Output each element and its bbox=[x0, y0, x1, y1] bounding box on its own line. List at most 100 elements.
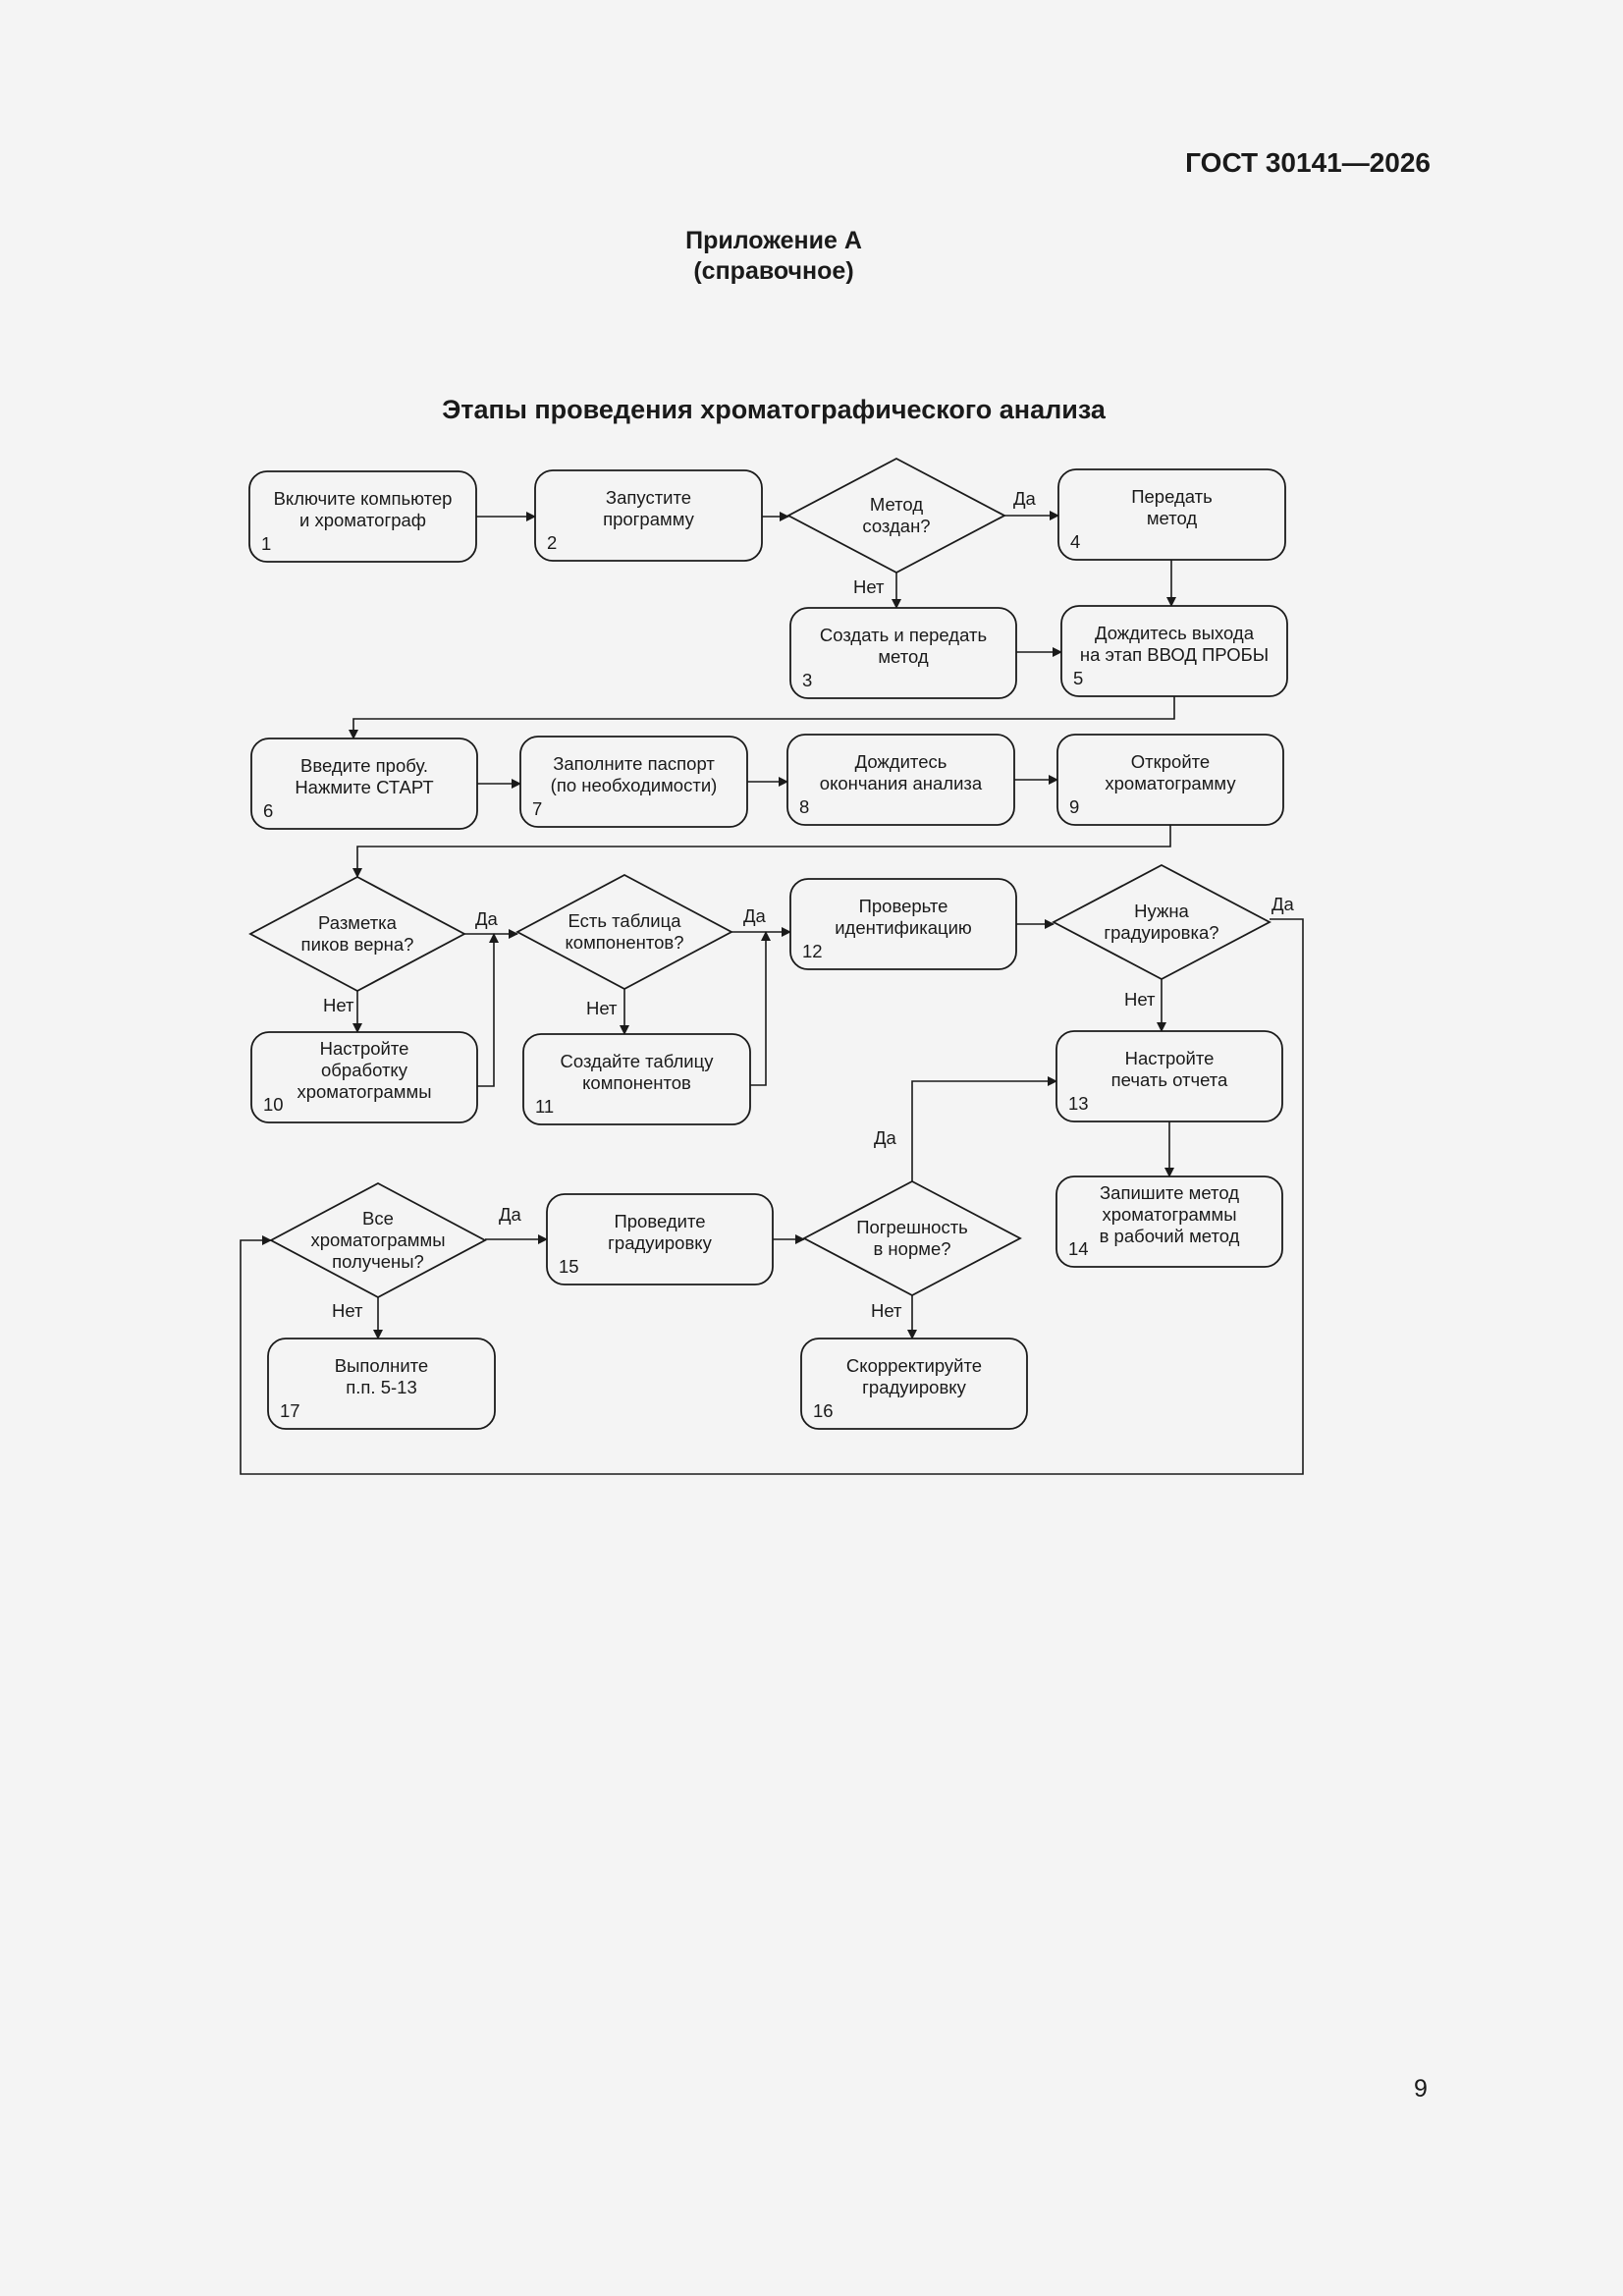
step-box bbox=[522, 1033, 751, 1125]
step-box bbox=[800, 1338, 1028, 1430]
step-text-line: Настройте bbox=[1125, 1048, 1215, 1068]
no-label: Нет bbox=[332, 1300, 363, 1321]
step-text-line: Разметка bbox=[318, 912, 398, 933]
step-text-line: (по необходимости) bbox=[551, 775, 718, 795]
yes-label: Да bbox=[499, 1204, 522, 1225]
step-text-line: Есть таблица bbox=[568, 910, 682, 931]
step-box bbox=[1055, 1175, 1283, 1268]
yes-label: Да bbox=[475, 908, 499, 929]
step-text-line: градуировку bbox=[862, 1377, 966, 1397]
decision-diamond bbox=[248, 875, 466, 993]
step-number: 15 bbox=[559, 1256, 579, 1277]
step-text-line: хроматограммы bbox=[1102, 1204, 1236, 1225]
step-number: 16 bbox=[813, 1400, 834, 1421]
step-box bbox=[267, 1338, 496, 1430]
step-text-line: Погрешность bbox=[856, 1217, 968, 1237]
step-text-line: компонентов? bbox=[565, 932, 683, 953]
annex-title: Приложение А bbox=[685, 227, 862, 254]
step-text-line: окончания анализа bbox=[820, 773, 983, 793]
step-box bbox=[519, 736, 748, 828]
step-text-line: хроматограммы bbox=[297, 1081, 431, 1102]
step-box bbox=[789, 878, 1017, 970]
step-text-line: Откройте bbox=[1131, 751, 1210, 772]
step-text-line: и хроматограф bbox=[299, 510, 426, 530]
step-text-line: Запишите метод bbox=[1100, 1182, 1239, 1203]
step-number: 4 bbox=[1070, 531, 1080, 552]
figure-title: Этапы проведения хроматографического ана… bbox=[442, 395, 1106, 424]
decision-diamond bbox=[1052, 863, 1271, 981]
step-text-line: градуировка? bbox=[1104, 922, 1218, 943]
step-text-line: п.п. 5-13 bbox=[346, 1377, 416, 1397]
step-text-line: в норме? bbox=[873, 1238, 950, 1259]
annex-heading: Приложение А (справочное) bbox=[0, 226, 1547, 287]
step-number: 13 bbox=[1068, 1093, 1089, 1114]
step-box bbox=[1055, 1030, 1283, 1122]
step-text-line: метод bbox=[878, 646, 929, 667]
flow-arrow bbox=[349, 696, 1175, 739]
step-box bbox=[1056, 734, 1284, 826]
decision-diamond bbox=[515, 873, 733, 991]
step-text-line: Создать и передать bbox=[820, 625, 987, 645]
step-text-line: Нужна bbox=[1134, 901, 1189, 921]
step-number: 2 bbox=[547, 532, 557, 553]
flow-arrow bbox=[477, 933, 499, 1087]
step-box bbox=[789, 607, 1017, 699]
step-text-line: Все bbox=[362, 1208, 394, 1229]
step-text-line: метод bbox=[1147, 508, 1198, 528]
step-number: 6 bbox=[263, 800, 273, 821]
step-text-line: хроматограмму bbox=[1105, 773, 1236, 793]
flow-arrow bbox=[240, 918, 1304, 1475]
step-text-line: в рабочий метод bbox=[1100, 1226, 1240, 1246]
step-box bbox=[534, 469, 763, 562]
step-text-line: компонентов bbox=[582, 1072, 691, 1093]
step-text-line: Запустите bbox=[606, 487, 691, 508]
no-label: Нет bbox=[853, 576, 885, 597]
step-box bbox=[250, 1031, 478, 1123]
document-code: ГОСТ 30141—2026 bbox=[1185, 147, 1431, 178]
step-number: 1 bbox=[261, 533, 271, 554]
yes-label: Да bbox=[1013, 488, 1037, 509]
flow-connectors bbox=[240, 511, 1304, 1475]
yes-label: Да bbox=[743, 905, 767, 926]
step-box bbox=[1060, 605, 1288, 697]
step-box bbox=[248, 470, 477, 563]
step-text-line: Проверьте bbox=[859, 896, 948, 916]
decision-diamond bbox=[802, 1179, 1022, 1297]
step-s7: Заполните паспорт(по необходимости)7 bbox=[519, 736, 748, 828]
step-number: 14 bbox=[1068, 1238, 1089, 1259]
step-text-line: Метод bbox=[870, 494, 923, 515]
step-text-line: Проведите bbox=[614, 1211, 705, 1231]
step-box bbox=[250, 738, 478, 830]
step-number: 9 bbox=[1069, 796, 1079, 817]
step-text-line: программу bbox=[603, 509, 695, 529]
step-number: 17 bbox=[280, 1400, 300, 1421]
step-text-line: Создайте таблицу bbox=[561, 1051, 715, 1071]
step-text-line: Настройте bbox=[320, 1038, 409, 1059]
step-text-line: пиков верна? bbox=[301, 934, 414, 955]
yes-label: Да bbox=[874, 1127, 897, 1148]
step-text-line: градуировку bbox=[608, 1232, 712, 1253]
step-text-line: идентификацию bbox=[835, 917, 972, 938]
no-label: Нет bbox=[1124, 989, 1156, 1010]
flow-arrow bbox=[352, 825, 1171, 878]
step-number: 11 bbox=[535, 1096, 554, 1117]
